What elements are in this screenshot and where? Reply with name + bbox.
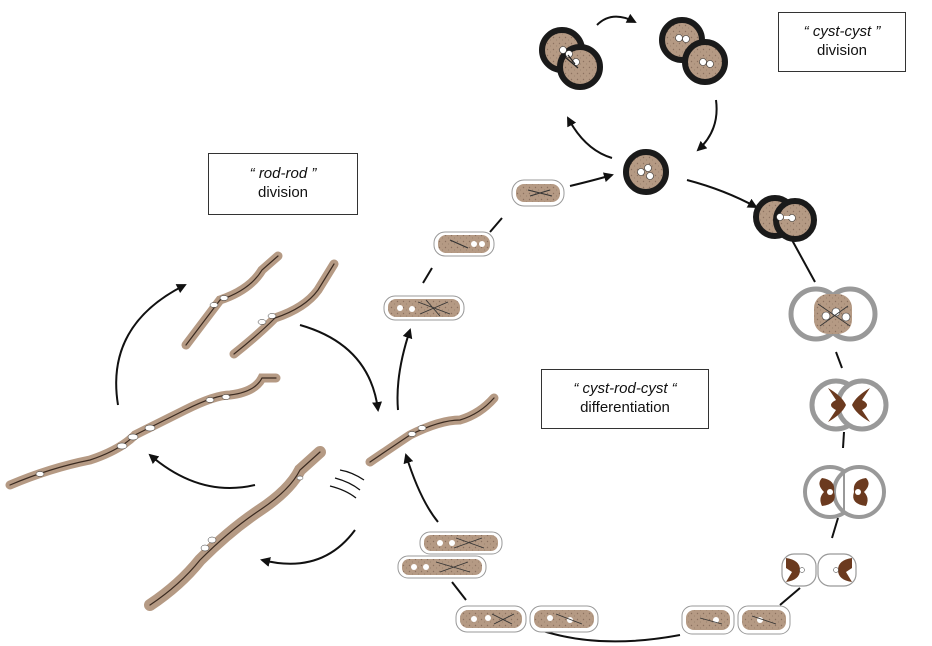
cycle-arrows [116, 17, 756, 564]
cyst-rod-cyst-term: cyst-rod-cyst [582, 380, 667, 397]
cyst-envelope-1 [791, 289, 875, 339]
arrow-rodrod-mid-left [150, 455, 255, 488]
division-word: division [779, 41, 905, 60]
cyst-dividing-right [756, 198, 814, 239]
label-cyst-cyst-division: “ cyst-cyst ” division [778, 12, 906, 72]
cyst-envelope-2 [812, 381, 886, 429]
cyst-single [626, 152, 666, 192]
arrow-top-right-down-to-cyst [698, 100, 717, 150]
differentiation-word: differentiation [542, 398, 708, 417]
cyst-envelope-3 [805, 467, 884, 517]
arrow-cyst-up-to-top-left [568, 118, 612, 158]
cyst-cyst-term: cyst-cyst [813, 23, 871, 40]
rod-pair-bottom-right [682, 606, 790, 634]
arrow-cyst-top-left-to-top-right [597, 17, 635, 25]
arrow-rod-to-cyst [570, 175, 612, 186]
open-quote: “ [804, 23, 813, 40]
label-cyst-rod-cyst-differentiation: “ cyst-rod-cyst “ differentiation [541, 369, 709, 429]
close-quote: ” [871, 23, 880, 40]
open-quote: “ [250, 165, 259, 182]
cyst-dividing-top-right [662, 20, 725, 82]
division-word: division [209, 183, 357, 202]
arrow-cycle-up-1 [398, 330, 411, 410]
cell-pair-bottom-right [782, 554, 856, 586]
close-quote: ” [307, 165, 316, 182]
rod-envelope-3 [512, 180, 564, 206]
cyst-dividing-top-left [542, 30, 600, 87]
rod-stack-left [398, 532, 502, 578]
label-rod-rod-division: “ rod-rod ” division [208, 153, 358, 215]
arrow-rodrod-up [116, 285, 185, 405]
rod-inclusions [36, 296, 426, 552]
arrow-rodrod-bottom-left [262, 530, 355, 564]
rod-pair-bottom-left [456, 606, 598, 632]
rod-envelope-1 [384, 296, 464, 320]
rod-envelope-2 [434, 232, 494, 256]
arrow-cycle-up-2 [406, 455, 438, 522]
arrow-cyst-to-dividing-cyst [687, 180, 756, 207]
close-quote: “ [668, 380, 677, 397]
arrow-rodrod-right-down [300, 325, 378, 410]
rod-rod-term: rod-rod [259, 165, 307, 182]
